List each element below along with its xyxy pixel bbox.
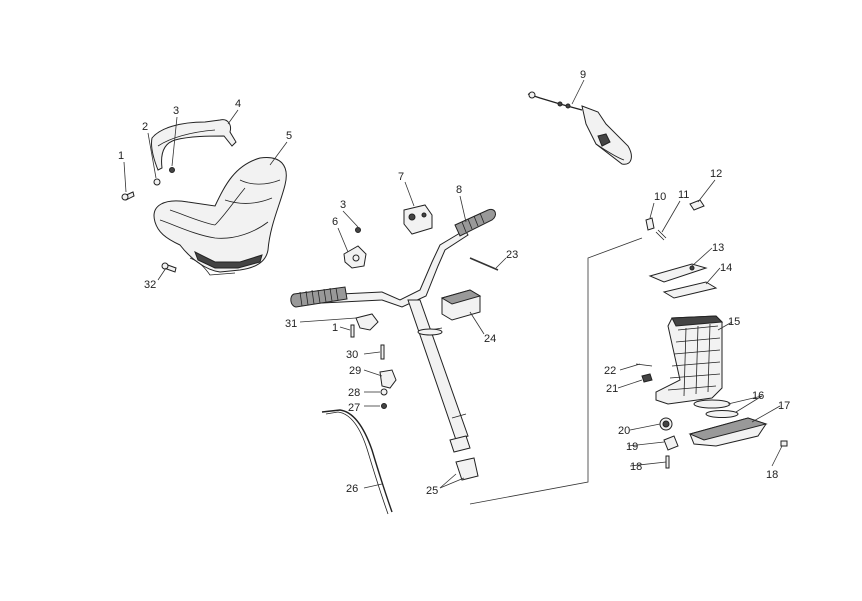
grip-right-part-8 (454, 208, 496, 237)
callout-3-clamp-nut: 3 (340, 199, 346, 211)
steering-bracket-assembly (635, 199, 788, 469)
nut-part-3 (169, 167, 175, 173)
callout-25: 25 (426, 485, 438, 497)
callout-11: 11 (678, 189, 689, 201)
callout-1-clamp-bolt: 1 (332, 322, 338, 334)
bracket-part-29 (379, 369, 397, 389)
throttle-cable-part-9 (527, 93, 583, 111)
washer-part-28 (380, 388, 388, 396)
callout-29: 29 (349, 365, 361, 377)
pin-part-23 (469, 257, 499, 271)
clamp-part-31 (355, 313, 379, 331)
callout-15: 15 (728, 316, 740, 328)
plate-part-13 (648, 263, 708, 283)
frame-ribs (667, 323, 721, 397)
washer-part-2 (153, 178, 161, 186)
callout-30: 30 (346, 349, 358, 361)
callout-1-seat-bolt: 1 (118, 150, 124, 162)
callout-23: 23 (506, 249, 518, 261)
callout-5: 5 (286, 130, 292, 142)
callout-27: 27 (348, 402, 360, 414)
lever-part-14 (662, 281, 718, 299)
clip-part-19 (663, 435, 679, 451)
nut-part-27 (381, 403, 387, 409)
callout-26: 26 (346, 483, 358, 495)
callout-31: 31 (285, 318, 297, 330)
callout-7: 7 (398, 171, 404, 183)
cable-part-26 (321, 409, 393, 513)
grab-rail-part-4 (151, 119, 237, 171)
nut-part-21 (641, 373, 653, 383)
ring-part-16b (705, 410, 739, 418)
handlebar-tube (299, 229, 469, 308)
callout-21: 21 (606, 383, 618, 395)
callout-32: 32 (144, 279, 156, 291)
bolt-part-1-center (350, 324, 355, 338)
callout-8: 8 (456, 184, 462, 196)
callout-labels: 1 2 3 4 5 32 3 6 7 8 9 23 31 1 24 30 29 … (118, 69, 790, 497)
callout-6: 6 (332, 216, 338, 228)
seat-assembly (121, 119, 287, 276)
pin-part-30 (380, 344, 385, 360)
callout-2: 2 (142, 121, 148, 133)
callout-14: 14 (720, 262, 732, 274)
switch-housing-part-7 (403, 204, 433, 235)
callout-13: 13 (712, 242, 724, 254)
nut-part-3-center (355, 227, 361, 233)
callout-10: 10 (654, 191, 666, 203)
callout-3-seat-nut: 3 (173, 105, 179, 117)
spring-part-11 (655, 229, 667, 241)
throttle-lever-assembly (527, 91, 632, 165)
handlebar-assembly (290, 204, 499, 515)
bolt-part-18a (665, 455, 670, 469)
ring-part-16a (693, 399, 731, 409)
leader-lines (123, 79, 783, 489)
callout-4: 4 (235, 98, 241, 110)
callout-18-bolt: 18 (630, 461, 642, 473)
callout-16: 16 (752, 390, 764, 402)
callout-22: 22 (604, 365, 616, 377)
callout-19: 19 (626, 441, 638, 453)
bolt-part-18b (780, 440, 788, 447)
bolt-part-10 (645, 217, 655, 231)
steering-column (407, 299, 469, 441)
callout-17: 17 (778, 400, 790, 412)
bushing-part-25 (455, 457, 479, 481)
callout-18-nut: 18 (766, 469, 778, 481)
callout-28: 28 (348, 387, 360, 399)
seat-part-5 (153, 156, 287, 273)
callout-24: 24 (484, 333, 496, 345)
callout-20: 20 (618, 425, 630, 437)
callout-12: 12 (710, 168, 722, 180)
connection-line (469, 237, 643, 505)
bushing-part-12 (689, 199, 705, 211)
callout-9: 9 (580, 69, 586, 81)
